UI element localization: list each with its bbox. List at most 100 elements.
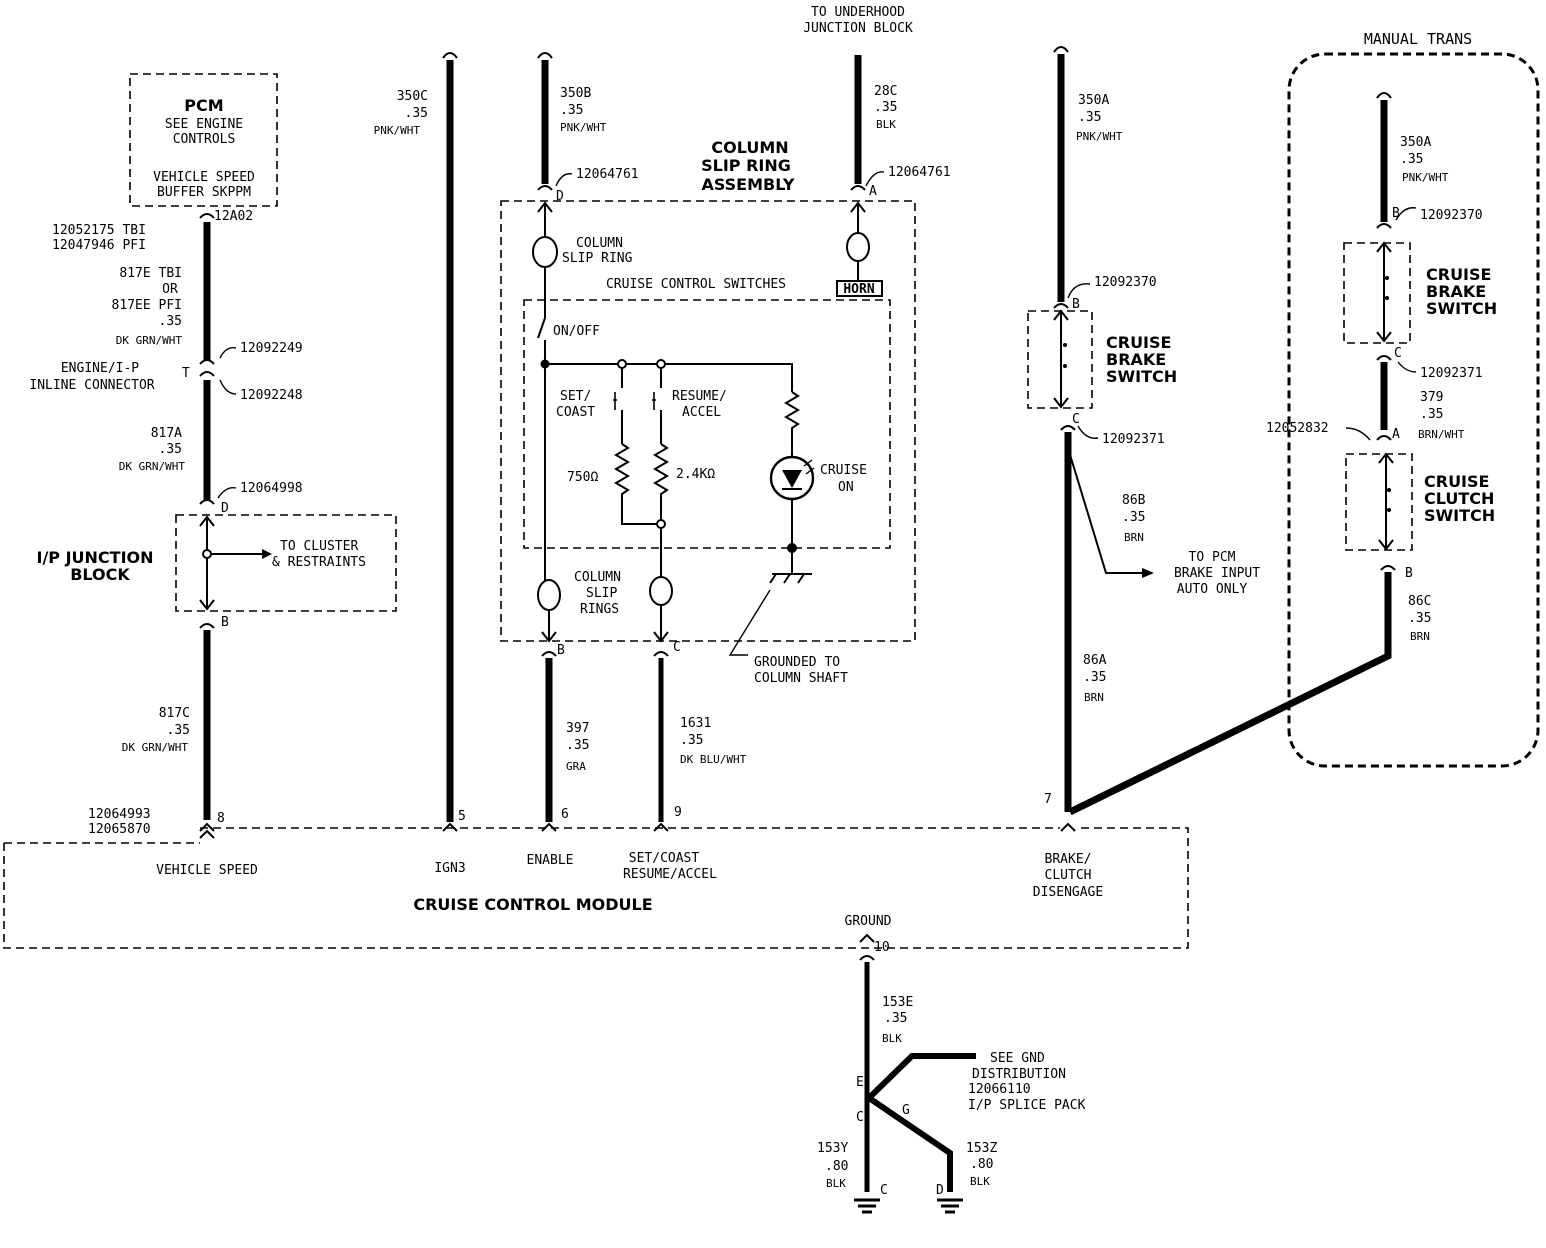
svg-text:BRAKE: BRAKE	[1426, 282, 1486, 301]
svg-text:12092370: 12092370	[1094, 275, 1157, 290]
svg-text:B: B	[221, 615, 229, 630]
ground-section: 153E .35 BLK SEE GND DISTRIBUTION 120661…	[817, 955, 1086, 1214]
svg-text:12064998: 12064998	[240, 481, 303, 496]
svg-text:D: D	[221, 501, 229, 516]
svg-text:.35: .35	[405, 106, 428, 121]
svg-text:.35: .35	[1083, 670, 1106, 685]
svg-text:379: 379	[1420, 390, 1443, 405]
wire-817a-label: 817A .35 DK GRN/WHT	[119, 426, 186, 473]
svg-text:C: C	[673, 640, 681, 655]
manual-trans-section: 350A .35 PNK/WHT B 12092370 CRUISE BRAKE…	[1068, 52, 1540, 816]
brake-branch: 350A .35 PNK/WHT 12092370 B CRUISE BRAKE…	[1027, 46, 1260, 812]
svg-text:.35: .35	[560, 103, 583, 118]
svg-text:CRUISE: CRUISE	[1106, 333, 1171, 352]
svg-text:DISENGAGE: DISENGAGE	[1033, 885, 1103, 900]
svg-text:350C: 350C	[397, 89, 428, 104]
underhood-label: TO UNDERHOOD JUNCTION BLOCK	[803, 5, 913, 36]
svg-text:817C: 817C	[159, 706, 190, 721]
svg-text:12065870: 12065870	[88, 822, 151, 837]
svg-text:12092371: 12092371	[1102, 432, 1165, 447]
svg-text:12052175 TBI: 12052175 TBI	[52, 223, 146, 238]
svg-text:COLUMN: COLUMN	[574, 570, 621, 585]
column-slip-ring-assembly: 350B .35 PNK/WHT D 12064761 28C .35 BLK …	[500, 52, 951, 822]
svg-text:TO PCM: TO PCM	[1189, 550, 1236, 565]
svg-text:INLINE CONNECTOR: INLINE CONNECTOR	[29, 378, 154, 393]
svg-text:VEHICLE SPEED: VEHICLE SPEED	[156, 863, 258, 878]
svg-text:PNK/WHT: PNK/WHT	[560, 121, 607, 134]
svg-text:SET/COAST: SET/COAST	[629, 851, 700, 866]
svg-text:86C: 86C	[1408, 594, 1431, 609]
cruise-control-module: VEHICLE SPEED IGN3 ENABLE SET/COAST RESU…	[3, 822, 1189, 955]
svg-text:.35: .35	[1122, 510, 1145, 525]
svg-text:.80: .80	[970, 1157, 993, 1172]
svg-text:SLIP: SLIP	[586, 586, 617, 601]
svg-text:COLUMN: COLUMN	[576, 236, 623, 251]
svg-text:.35: .35	[680, 733, 703, 748]
svg-text:9: 9	[674, 805, 682, 820]
pcm-title: PCM	[184, 96, 223, 115]
svg-text:BLK: BLK	[970, 1175, 990, 1188]
svg-text:DK GRN/WHT: DK GRN/WHT	[116, 334, 183, 347]
svg-text:.35: .35	[167, 723, 190, 738]
svg-text:AUTO ONLY: AUTO ONLY	[1177, 582, 1248, 597]
svg-text:TO UNDERHOOD: TO UNDERHOOD	[811, 5, 905, 20]
svg-text:ENABLE: ENABLE	[527, 853, 574, 868]
ip-junction-block: 12064998 D TO CLUSTER & RESTRAINTS I/P J…	[36, 481, 397, 630]
svg-text:OR: OR	[162, 282, 178, 297]
wire-817e-label: 817E TBI OR 817EE PFI .35 DK GRN/WHT	[112, 266, 183, 347]
svg-text:BRAKE: BRAKE	[1106, 350, 1166, 369]
svg-text:12052832: 12052832	[1266, 421, 1329, 436]
svg-text:PNK/WHT: PNK/WHT	[374, 124, 421, 137]
svg-text:.35: .35	[1420, 407, 1443, 422]
svg-text:817E TBI: 817E TBI	[119, 266, 182, 281]
svg-text:BLK: BLK	[826, 1177, 846, 1190]
svg-text:SLIP RING: SLIP RING	[562, 251, 633, 266]
svg-text:COLUMN: COLUMN	[711, 138, 788, 157]
module-title: CRUISE CONTROL MODULE	[413, 895, 652, 914]
svg-text:12064761: 12064761	[576, 167, 639, 182]
svg-text:ACCEL: ACCEL	[682, 405, 721, 420]
svg-text:153Z: 153Z	[966, 1141, 997, 1156]
svg-text:86A: 86A	[1083, 653, 1107, 668]
svg-text:BRN/WHT: BRN/WHT	[1418, 428, 1465, 441]
svg-text:PNK/WHT: PNK/WHT	[1076, 130, 1123, 143]
svg-text:2.4KΩ: 2.4KΩ	[676, 467, 715, 482]
svg-text:12A02: 12A02	[214, 209, 253, 224]
svg-text:B: B	[1392, 206, 1400, 221]
svg-text:DISTRIBUTION: DISTRIBUTION	[972, 1067, 1066, 1082]
wire-350c: 350C .35 PNK/WHT 5	[374, 52, 466, 824]
svg-text:86B: 86B	[1122, 493, 1146, 508]
svg-text:.35: .35	[159, 442, 182, 457]
svg-text:I/P JUNCTION: I/P JUNCTION	[36, 548, 153, 567]
svg-text:D: D	[556, 189, 564, 204]
svg-text:A: A	[869, 184, 877, 199]
svg-text:CRUISE: CRUISE	[820, 463, 867, 478]
svg-text:12092248: 12092248	[240, 388, 303, 403]
manual-trans-label: MANUAL TRANS	[1364, 30, 1472, 48]
svg-text:SLIP RING: SLIP RING	[701, 156, 791, 175]
svg-text:ASSEMBLY: ASSEMBLY	[701, 175, 794, 194]
svg-text:.80: .80	[825, 1159, 848, 1174]
svg-text:PNK/WHT: PNK/WHT	[1402, 171, 1449, 184]
svg-text:GRA: GRA	[566, 760, 586, 773]
ground-symbol-left	[854, 1198, 880, 1214]
svg-text:DK BLU/WHT: DK BLU/WHT	[680, 753, 747, 766]
svg-text:.35: .35	[1078, 110, 1101, 125]
pcm-box: PCM SEE ENGINE CONTROLS VEHICLE SPEED BU…	[129, 73, 278, 207]
svg-text:397: 397	[566, 721, 589, 736]
svg-text:COLUMN SHAFT: COLUMN SHAFT	[754, 671, 848, 686]
svg-text:D: D	[936, 1183, 944, 1198]
ground-symbol-right	[937, 1198, 963, 1214]
module-pins	[199, 822, 1076, 839]
svg-text:BUFFER SKPPM: BUFFER SKPPM	[157, 185, 251, 200]
svg-text:12092371: 12092371	[1420, 366, 1483, 381]
svg-text:10: 10	[874, 940, 890, 955]
svg-text:750Ω: 750Ω	[567, 470, 598, 485]
svg-text:ON/OFF: ON/OFF	[553, 324, 600, 339]
svg-text:SWITCH: SWITCH	[1106, 367, 1177, 386]
svg-text:7: 7	[1044, 792, 1052, 807]
svg-text:C: C	[1394, 346, 1402, 361]
svg-text:28C: 28C	[874, 84, 897, 99]
svg-text:BLK: BLK	[882, 1032, 902, 1045]
